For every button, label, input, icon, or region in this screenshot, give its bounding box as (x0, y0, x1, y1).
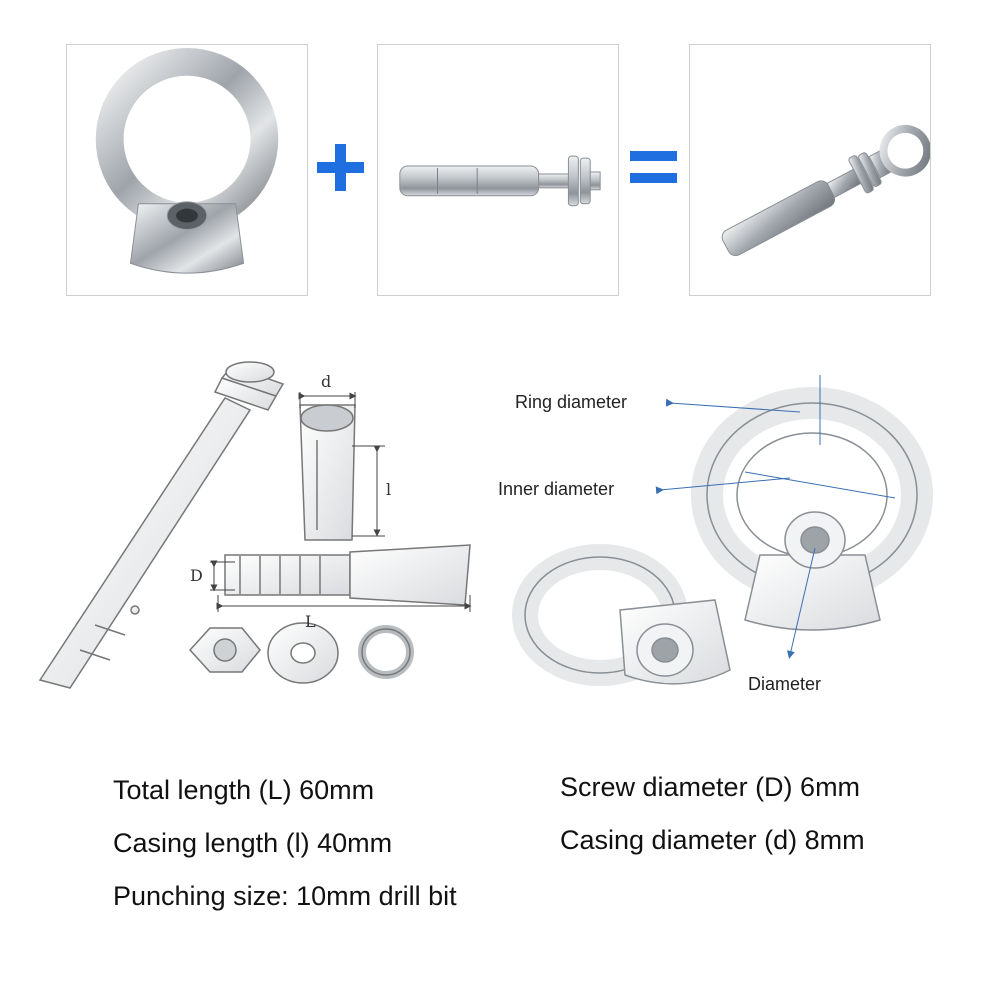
total-length-symbol: L (305, 612, 316, 631)
flat-washer (267, 622, 339, 684)
dimension-diagram: d l D L Ring diameter Inner diameter Dia… (0, 350, 1000, 730)
eye-bolt-assembly-panel (689, 44, 931, 296)
plus-icon (317, 144, 364, 191)
diameter-callout: Diameter (748, 674, 822, 694)
eye-bolt-assembly-image (721, 124, 930, 257)
ring-diameter-callout: Ring diameter (515, 392, 628, 412)
screw-diameter-spec: Screw diameter (D) 6mm (560, 772, 861, 802)
hex-nut (188, 627, 261, 673)
eye-nut-panel (66, 44, 308, 296)
bolt-components-drawing (38, 361, 933, 689)
spring-washer (358, 625, 414, 679)
punching-size-spec: Punching size: 10mm drill bit (113, 881, 457, 911)
eye-nut-image (95, 48, 279, 274)
total-length-spec: Total length (L) 60mm (113, 775, 375, 805)
eye-nut-sketch-large (691, 387, 933, 631)
screw-diameter-symbol: D (190, 566, 203, 585)
inner-diameter-callout: Inner diameter (498, 479, 615, 499)
casing-diameter-spec: Casing diameter (d) 8mm (560, 825, 865, 855)
casing-diameter-symbol: d (321, 372, 332, 391)
casing-length-spec: Casing length (l) 40mm (113, 828, 393, 858)
casing-length-symbol: l (386, 480, 392, 499)
diagonal-bolt (38, 361, 285, 689)
horizontal-bolt (224, 544, 471, 606)
equals-icon (630, 151, 677, 183)
eye-nut-sketch-small (512, 544, 731, 686)
casing-sleeve (299, 404, 356, 541)
expansion-bolt-image (399, 155, 601, 207)
expansion-bolt-panel (377, 44, 619, 296)
